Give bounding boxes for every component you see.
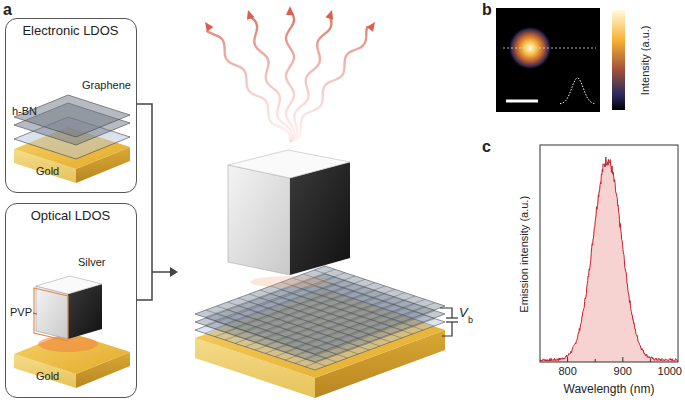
arrow-head xyxy=(170,267,178,277)
axis-label: Wavelength (nm) xyxy=(564,383,655,397)
cube-face xyxy=(36,286,68,339)
part-name: PVP xyxy=(10,306,32,319)
bias-subscript: b xyxy=(468,315,473,325)
lattice-line xyxy=(305,303,435,351)
scale-bar xyxy=(506,100,538,103)
tick-label: 1000 xyxy=(658,365,682,378)
lattice-line xyxy=(285,296,415,344)
image-ground xyxy=(496,8,600,112)
emission-spot xyxy=(508,26,552,70)
axis-ticks xyxy=(568,357,651,362)
cube-top xyxy=(228,150,350,178)
photon-wave xyxy=(290,18,331,142)
part-name: Graphene xyxy=(82,79,131,92)
box-title: Electronic LDOS xyxy=(22,24,118,39)
lattice-line xyxy=(282,282,402,322)
panel-letter: c xyxy=(482,138,491,156)
part-name: Silver xyxy=(78,256,106,269)
profile-line xyxy=(503,48,596,49)
bias-symbol-label: V xyxy=(459,306,468,321)
photon-arrowhead xyxy=(205,22,213,32)
bracket xyxy=(137,104,172,300)
photon-wave xyxy=(286,14,294,142)
leader-line xyxy=(33,313,37,314)
plot-frame xyxy=(540,145,678,362)
part-name: Gold xyxy=(36,165,59,178)
photon-wave xyxy=(290,26,367,142)
lattice-line xyxy=(295,299,425,347)
panel-letter: a xyxy=(3,1,12,19)
photon-arrowhead xyxy=(247,10,255,20)
panel-letter: b xyxy=(482,1,492,19)
spectrum-fill xyxy=(540,160,678,362)
photon-arrowhead xyxy=(367,22,375,32)
axis-label: Emission intensity (a.u.) xyxy=(518,196,531,313)
lattice-line xyxy=(314,270,434,310)
gap-glow xyxy=(250,276,330,288)
box-illustration xyxy=(6,204,138,399)
panel-box: Electronic LDOS Graphene h-BN Gold xyxy=(5,18,137,193)
profile-inset xyxy=(560,78,595,104)
spectrum-line xyxy=(540,157,678,361)
pvp-shell xyxy=(34,288,68,341)
tick-label: 800 xyxy=(558,365,576,378)
box-title: Optical LDOS xyxy=(31,209,110,224)
axis-label: Intensity (a.u.) xyxy=(639,25,652,95)
photon-arrowhead xyxy=(286,6,294,15)
graphene-layers xyxy=(195,266,445,370)
part-name: Gold xyxy=(36,370,59,383)
lattice-sheet xyxy=(195,266,445,354)
part-name: h-BN xyxy=(12,105,37,118)
cube-face xyxy=(290,162,350,275)
cube-face xyxy=(228,165,290,275)
photon-wave xyxy=(207,31,290,142)
emission-waves xyxy=(205,6,375,142)
panel-box: Optical LDOS PVP SilverGold xyxy=(5,203,137,398)
colour-bar xyxy=(612,10,625,110)
tick-label: 900 xyxy=(614,365,632,378)
photon-arrowhead xyxy=(325,10,333,20)
gold-top xyxy=(14,332,130,374)
bias-symbol xyxy=(440,308,458,336)
